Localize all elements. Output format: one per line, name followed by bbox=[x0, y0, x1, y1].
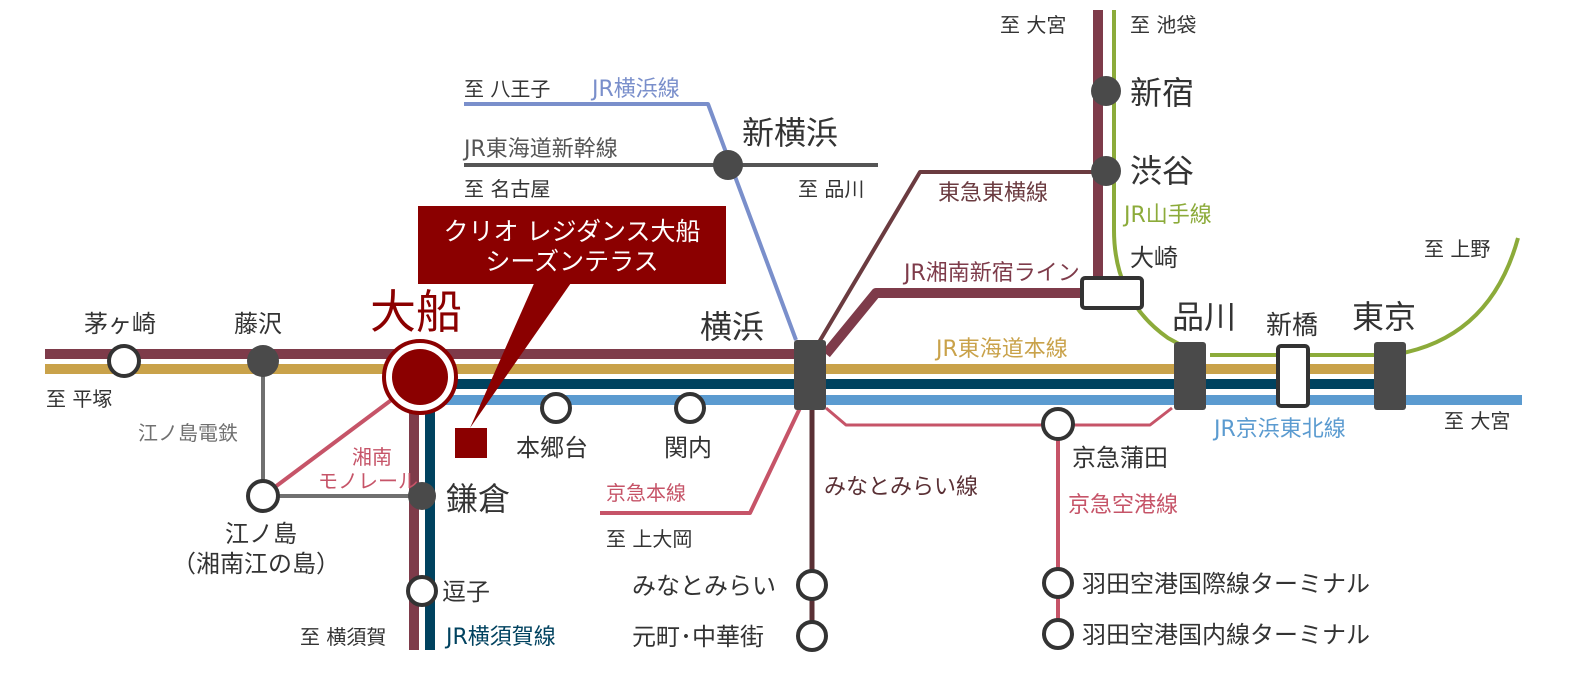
enoshima-label: 江ノ島 bbox=[225, 520, 297, 548]
keihin-tohoku-line-label: JR京浜東北線 bbox=[1212, 417, 1346, 442]
keikyu-main-line bbox=[600, 407, 802, 515]
shinagawa-marker bbox=[1174, 342, 1206, 410]
shimbashi-label: 新橋 bbox=[1266, 311, 1318, 341]
callout-pointer bbox=[470, 270, 580, 428]
haneda-dom-label: 羽田空港国内線ターミナル bbox=[1082, 621, 1370, 649]
fujisawa-marker bbox=[247, 345, 279, 377]
tokyo-label: 東京 bbox=[1352, 298, 1416, 336]
callout-line2: シーズンテラス bbox=[485, 247, 658, 276]
kannai-marker bbox=[674, 392, 706, 424]
shinjuku-marker bbox=[1091, 76, 1121, 106]
keikyu-kamata-marker bbox=[1041, 407, 1075, 441]
ofuna-label: 大船 bbox=[370, 285, 462, 339]
shonan-shinjuku-line-north bbox=[822, 10, 1103, 358]
dir-omiya-right: 至 大宮 bbox=[1444, 409, 1510, 433]
monorail-line-label-1: 湘南 bbox=[352, 445, 392, 469]
keikyu-kamata-label: 京急蒲田 bbox=[1072, 444, 1168, 472]
dir-nagoya: 至 名古屋 bbox=[464, 177, 550, 201]
minatomirai-marker bbox=[796, 569, 828, 601]
motomachi-label: 元町･中華街 bbox=[632, 623, 764, 651]
tokaido-line-label: JR東海道本線 bbox=[934, 337, 1068, 362]
dir-ikebukuro: 至 池袋 bbox=[1130, 13, 1196, 37]
shibuya-marker bbox=[1091, 156, 1121, 186]
zushi-label: 逗子 bbox=[442, 578, 490, 606]
tokyo-marker bbox=[1374, 342, 1406, 410]
osaki-marker bbox=[1080, 276, 1144, 310]
kamakura-label: 鎌倉 bbox=[446, 480, 510, 518]
haneda-dom-marker bbox=[1042, 618, 1074, 650]
dir-kamiooka: 至 上大岡 bbox=[606, 527, 692, 551]
tokyu-toyoko-line bbox=[810, 170, 1098, 356]
monorail-line-label-2: モノレール bbox=[318, 469, 418, 493]
enoden-line-label: 江ノ島電鉄 bbox=[138, 421, 238, 445]
haneda-intl-marker bbox=[1042, 567, 1074, 599]
minatomirai-label: みなとみらい bbox=[632, 572, 776, 600]
hongodai-marker bbox=[540, 392, 572, 424]
dir-omiya-top: 至 大宮 bbox=[1000, 13, 1066, 37]
jr-yokohama-line-label: JR横浜線 bbox=[590, 77, 680, 102]
chigasaki-marker bbox=[107, 344, 141, 378]
zushi-marker bbox=[406, 575, 438, 607]
kamakura-marker bbox=[408, 482, 436, 510]
ofuna-marker bbox=[392, 349, 448, 405]
dir-shinagawa: 至 品川 bbox=[798, 177, 864, 201]
yokosuka-line-label: JR横須賀線 bbox=[444, 625, 556, 650]
yokohama-label: 横浜 bbox=[700, 308, 764, 346]
chigasaki-label: 茅ヶ崎 bbox=[84, 310, 156, 338]
dir-hiratsuka: 至 平塚 bbox=[46, 387, 112, 411]
line-labels: JR横浜線 JR東海道新幹線 東急東横線 JR湘南新宿ライン JR東海道本線 J… bbox=[138, 77, 1346, 650]
callout-line1: クリオ レジダンス大船 bbox=[444, 217, 701, 246]
enoshima-sub-label: （湘南江の島） bbox=[172, 550, 340, 578]
shin-yokohama-marker bbox=[713, 150, 743, 180]
shin-yokohama-label: 新横浜 bbox=[742, 114, 838, 152]
shinkansen-line-label: JR東海道新幹線 bbox=[462, 137, 618, 162]
property-callout: クリオ レジダンス大船 シーズンテラス bbox=[418, 206, 726, 458]
dir-hachioji: 至 八王子 bbox=[464, 77, 550, 101]
direction-labels: 至 八王子 至 名古屋 至 品川 至 大宮 至 池袋 至 上野 至 大宮 至 平… bbox=[46, 13, 1510, 649]
shinagawa-label: 品川 bbox=[1172, 298, 1236, 336]
station-markers bbox=[107, 76, 1406, 652]
station-labels: 大船 茅ヶ崎 藤沢 江ノ島 （湘南江の島） 鎌倉 逗子 本郷台 関内 横浜 新横… bbox=[84, 74, 1416, 651]
osaki-label: 大崎 bbox=[1130, 244, 1178, 272]
dir-ueno: 至 上野 bbox=[1424, 237, 1490, 261]
kannai-label: 関内 bbox=[664, 434, 712, 462]
tokyu-toyoko-line-label: 東急東横線 bbox=[938, 181, 1048, 206]
hongodai-label: 本郷台 bbox=[516, 434, 588, 462]
yamanote-line-label: JR山手線 bbox=[1122, 203, 1212, 228]
motomachi-marker bbox=[796, 620, 828, 652]
minatomirai-line-label: みなとみらい線 bbox=[824, 475, 978, 500]
keikyu-airport-line-label: 京急空港線 bbox=[1068, 493, 1178, 518]
yokosuka-line bbox=[425, 379, 1392, 650]
enoshima-marker bbox=[246, 479, 280, 513]
keikyu-main-line-label: 京急本線 bbox=[606, 481, 686, 505]
shonan-shinjuku-line-label: JR湘南新宿ライン bbox=[902, 261, 1080, 286]
property-location-marker bbox=[455, 428, 487, 458]
shinjuku-label: 新宿 bbox=[1130, 74, 1194, 112]
haneda-intl-label: 羽田空港国際線ターミナル bbox=[1082, 570, 1370, 598]
shimbashi-marker bbox=[1276, 344, 1310, 408]
dir-yokosuka: 至 横須賀 bbox=[300, 625, 386, 649]
keikyu-line-east bbox=[825, 406, 1173, 427]
fujisawa-label: 藤沢 bbox=[234, 310, 282, 338]
callout-box bbox=[418, 206, 726, 284]
yokohama-marker bbox=[794, 340, 826, 410]
jr-yokohama-line bbox=[464, 102, 798, 341]
shibuya-label: 渋谷 bbox=[1130, 152, 1194, 190]
